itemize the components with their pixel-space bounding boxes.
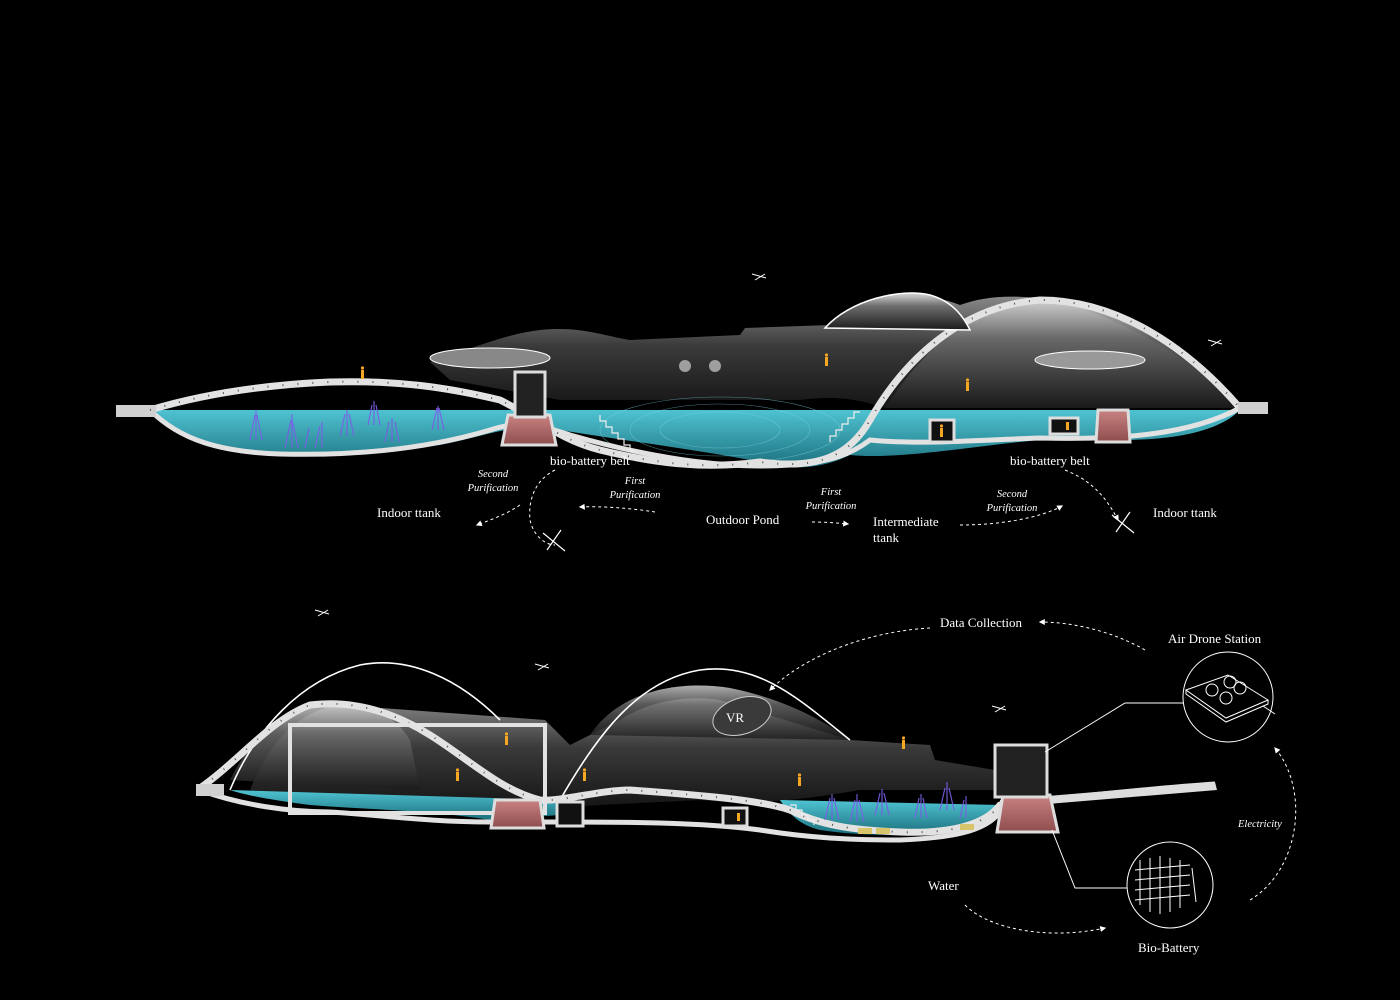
arrow-loop-right [1064,469,1119,522]
bio-battery-label: Bio-Battery [1138,940,1200,955]
indoor-tank-left-label: Indoor ttank [377,505,441,520]
top-slab-right [1238,402,1268,414]
electricity-label: Electricity [1238,819,1282,830]
top-stairs [599,411,860,452]
bottom-box-1 [555,800,585,828]
bio-battery-rack-icon [1134,856,1197,914]
bottom-bio-battery-blocks [858,824,974,834]
bio-battery-belt-left-label: bio-battery belt [550,453,630,468]
top-red-tank-1 [500,413,558,447]
bottom-shell [197,700,1216,836]
top-water [150,410,1240,468]
top-disc-right [1034,350,1146,370]
bottom-drones [314,609,1007,713]
vr-bubble [712,696,772,736]
bottom-people [455,732,906,821]
intermediate-tank-label-line1: Intermediate [873,514,939,529]
arrow-second-purif-left [475,504,521,527]
bio-battery-belt-right-label: bio-battery belt [1010,453,1090,468]
top-drones [751,273,1223,347]
top-portholes [679,360,721,372]
bottom-red-tank-1 [489,798,546,830]
top-slab-left [116,405,156,417]
bottom-red-tank-2 [995,793,1060,834]
leader-drone [1044,702,1183,753]
bottom-callouts [769,619,1297,934]
leader-bio [1051,829,1127,889]
data-collection-label: Data Collection [940,615,1022,630]
air-drone-station-circle [1182,651,1274,743]
arrow-water [964,904,1107,934]
bottom-stairs [790,804,815,825]
top-shaft-1 [513,370,547,419]
arrow-data-collection-to-vr [769,627,931,691]
top-flow-crosses [542,511,1135,552]
bottom-interior-box [288,723,547,815]
first-purification-left-label: First Purification [609,476,661,501]
drone-pad-icon [1184,674,1276,723]
bottom-plants [824,782,967,823]
bottom-section: VR [196,609,1217,843]
bottom-ramp [1000,782,1217,808]
bottom-slab-left [196,784,224,796]
top-flow-arrows [475,469,1119,546]
bottom-box-2 [721,806,749,828]
top-box-2 [1048,416,1080,436]
bio-battery-circle [1126,841,1214,929]
first-purification-right-label: First Purification [805,487,857,512]
water-label: Water [928,878,959,893]
arrow-loop-left [529,469,556,546]
top-red-tank-2 [1094,408,1132,444]
bottom-flow-arrows [769,619,1297,934]
intermediate-tank-label-line2: ttank [873,530,899,545]
top-section [116,273,1268,469]
arrow-first-purif-left [578,503,656,513]
top-shell-bottom [148,405,1242,469]
arrow-drone-to-data [1038,619,1146,651]
bottom-outer-arc-mid [559,668,851,801]
arrow-first-purif-right [811,520,850,527]
air-drone-station-label: Air Drone Station [1168,631,1262,646]
top-small-dome [823,292,972,331]
second-purification-right-label: Second Purification [986,489,1038,514]
outdoor-pond-label: Outdoor Pond [706,512,780,527]
top-people [360,353,1069,437]
arrow-second-purif-right [959,505,1064,526]
second-purification-left-label: Second Purification [467,469,519,494]
indoor-tank-right-label: Indoor ttank [1153,505,1217,520]
top-plants [249,401,445,449]
vr-label: VR [726,710,744,725]
top-disc-left [429,347,551,369]
bottom-shaft-2 [993,743,1049,799]
arrow-electricity [1249,747,1297,901]
